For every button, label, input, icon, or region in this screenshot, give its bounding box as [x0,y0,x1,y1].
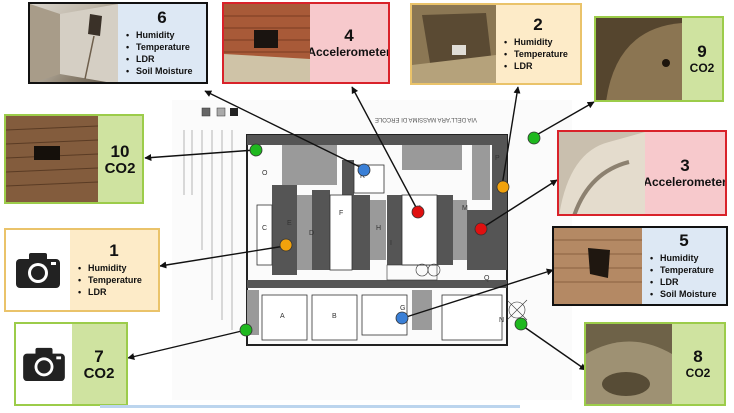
sensor-info: 1 Humidity Temperature LDR [70,230,158,310]
camera-box [16,324,72,404]
room-b: B [332,313,337,320]
photo-thumbnail [30,4,118,82]
sensor-item: Humidity [78,262,142,274]
photo-thumbnail [554,228,642,304]
photo-thumbnail [412,5,496,83]
sensor-card-2: 2 Humidity Temperature LDR [410,3,582,85]
sensor-item: Humidity [650,252,717,264]
sensor-item: Soil Moisture [126,65,193,77]
floor-plan: VIA DELL'ARA MASSIMA DI ERCOLE [172,100,572,400]
room-a: A [280,313,285,320]
sensor-card-9: 9 CO2 [594,16,724,102]
sensor-number: 5 [679,231,689,250]
sensor-number: 9 [697,41,707,61]
sensor-item: LDR [504,60,568,72]
arch-photo-icon [559,132,645,214]
room-q: Q [484,275,490,282]
rubble-photo-icon [586,324,672,404]
room-f: F [339,210,343,217]
room-m: M [462,205,468,212]
plan-street-text: VIA DELL'ARA MASSIMA DI ERCOLE [375,116,477,122]
photo-thumbnail [224,4,310,82]
sensor-item: Humidity [126,29,193,41]
sensor-item: LDR [650,276,717,288]
sensor-item: LDR [126,53,193,65]
sensor-card-7: 7 CO2 [14,322,128,406]
sensor-number: 2 [533,15,543,34]
bottom-bar [100,405,520,408]
sensor-item: Temperature [650,264,717,276]
sensor-item: Humidity [504,36,568,48]
sensor-list: Humidity Temperature LDR Soil Moisture [122,29,193,77]
sensor-card-1: 1 Humidity Temperature LDR [4,228,160,312]
room-e: E [287,220,292,227]
sensor-number: 3 [680,155,690,175]
sensor-info: 7 CO2 [72,324,126,404]
sensor-number: 1 [109,241,119,260]
sensor-item: Temperature [78,274,142,286]
room-g: G [400,305,405,312]
sensor-item: Soil Moisture [650,288,717,300]
wall-photo-icon [30,4,118,82]
room-n: N [499,317,504,324]
sensor-info: 4 Accelerometer [310,4,388,82]
photo-thumbnail [6,116,98,202]
sensor-label: CO2 [689,60,715,75]
sensor-number: 7 [94,346,104,366]
sensor-label: CO2 [83,364,115,382]
sensor-info: 2 Humidity Temperature LDR [496,5,580,83]
sensor-label: Accelerometer [310,44,388,59]
room-o: O [262,170,268,177]
sensor-info: 10 CO2 [98,116,142,202]
floor-plan-drawing: VIA DELL'ARA MASSIMA DI ERCOLE [172,100,572,400]
brick-wall-icon [6,116,98,202]
sensor-card-10: 10 CO2 [4,114,144,204]
photo-thumbnail [596,18,682,100]
brick-wall-icon [554,228,642,304]
sensor-card-3: 3 Accelerometer [557,130,727,216]
sensor-info: 8 CO2 [672,324,724,404]
room-l: L [419,205,423,212]
camera-icon [23,347,65,382]
excavation-photo-icon [412,5,496,83]
brick-wall-icon [224,4,310,82]
sensor-item: LDR [78,286,142,298]
sensor-info: 6 Humidity Temperature LDR Soil Moisture [118,4,206,82]
sensor-number: 10 [110,141,130,161]
sensor-list: Humidity Temperature LDR [500,36,568,72]
sensor-info: 3 Accelerometer [645,132,725,214]
sensor-card-5: 5 Humidity Temperature LDR Soil Moisture [552,226,728,306]
sensor-label: CO2 [685,365,711,380]
sensor-info: 9 CO2 [682,18,722,100]
sensor-label: CO2 [104,159,136,177]
sensor-list: Humidity Temperature LDR [74,262,142,298]
sensor-number: 4 [344,25,354,45]
sensor-info: 5 Humidity Temperature LDR Soil Moisture [642,228,726,304]
sensor-card-6: 6 Humidity Temperature LDR Soil Moisture [28,2,208,84]
sensor-item: Temperature [126,41,193,53]
sensor-card-4: 4 Accelerometer [222,2,390,84]
photo-thumbnail [586,324,672,404]
room-h: H [376,225,381,232]
camera-box [6,230,70,310]
photo-thumbnail [559,132,645,214]
room-c: C [262,225,267,232]
sensor-list: Humidity Temperature LDR Soil Moisture [646,252,717,300]
sensor-item: Temperature [504,48,568,60]
sensor-card-8: 8 CO2 [584,322,726,406]
vault-photo-icon [596,18,682,100]
room-r: R [360,173,365,180]
room-p: P [495,155,500,162]
room-d: D [309,230,314,237]
sensor-label: Accelerometer [645,174,725,189]
room-i: I [390,240,392,247]
sensor-number: 8 [693,346,703,366]
sensor-number: 6 [157,8,167,27]
camera-icon [16,253,60,288]
